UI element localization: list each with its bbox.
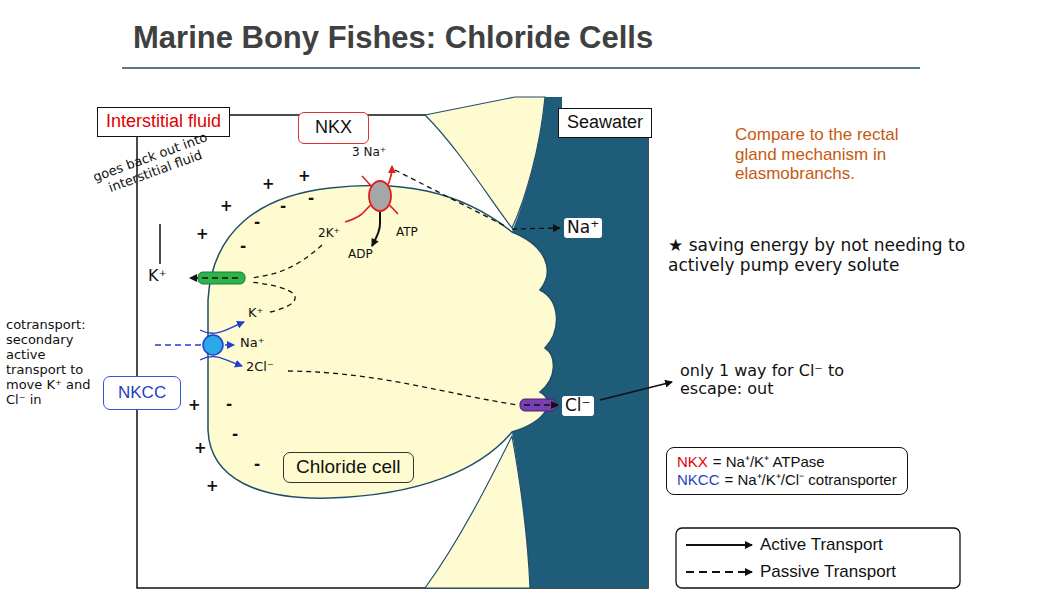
charge-sign: - [232,426,238,443]
annotation: only 1 way for Cl⁻ to escape: out [680,362,880,399]
box-text: NKCC [677,471,720,488]
cl-path [524,404,558,406]
annotation: cotransport: secondary active transport … [6,318,102,408]
charge-sign: + [188,397,201,414]
key-row: NKCC = Na⁺/K⁺/Cl⁻ cotransporter [677,471,897,489]
annotation: Na⁺ [564,218,602,238]
charge-sign: - [308,190,314,207]
region-label: Interstitial fluid [97,107,230,137]
na-path [395,170,505,226]
drawing-part [200,322,244,333]
charge-sign: + [262,176,275,193]
charge-sign: + [194,440,207,457]
drawing-part [200,357,242,366]
annotation: ★ saving energy by not needing to active… [668,236,1030,275]
annotation: Compare to the rectal gland mechanism in… [735,125,913,184]
legend-sample-solid [686,544,752,546]
title: Marine Bony Fishes: Chloride Cells [133,20,653,56]
drawing-part [362,176,398,214]
box-text: = Na⁺/K⁺ ATPase [713,453,825,470]
annotation: Na⁺ [240,336,265,351]
charge-sign: + [206,478,219,495]
region-label: Seawater [558,108,652,138]
legend-text: Passive Transport [760,562,896,582]
box-text: NKCC [118,383,166,402]
box-text: NKX [677,453,708,470]
k-path [250,245,322,278]
drawing-part [362,166,392,214]
charge-sign: - [254,456,260,473]
na-path [512,228,560,229]
nkx-pump [345,166,398,246]
legend-box [676,528,960,588]
k-path [190,277,238,279]
drawing-part [345,214,362,222]
annotation: K⁺ [248,306,263,321]
box-text: Interstitial fluid [106,111,221,131]
charge-sign: - [254,214,260,231]
box-text: Chloride cell [296,456,401,477]
charge-sign: - [226,396,232,413]
annotation: 2Cl⁻ [246,360,274,375]
legend-text: Active Transport [760,535,883,555]
annotation: K⁺ [148,267,167,285]
annotation: ATP [396,226,418,240]
title-rule [122,67,920,69]
cell-label: Chloride cell [283,452,414,483]
drawing-part [369,181,391,211]
charge-sign: + [298,168,311,185]
drawing-part [203,335,223,355]
pump-label: NKX [298,112,369,144]
key-row: NKX = Na⁺/K⁺ ATPase [677,453,897,471]
transporter-label: NKCC [103,376,181,410]
box-text: = Na⁺/K⁺/Cl⁻ cotransporter [725,471,897,488]
chloride-cell-body [208,185,556,498]
note-leader [159,224,161,264]
charge-sign: - [240,238,246,255]
annotation: ADP [348,248,373,262]
note-arrow [600,382,672,400]
charge-sign: + [220,198,233,215]
charge-sign: - [280,198,286,215]
annotation: 3 Na⁺ [352,146,386,160]
box-text: NKX [315,117,352,137]
key-box: NKX = Na⁺/K⁺ ATPaseNKCC = Na⁺/K⁺/Cl⁻ cotra… [666,447,908,495]
box-text: Seawater [567,112,643,132]
annotation: 2K⁺ [318,227,340,241]
cl-path [288,371,518,405]
legend-sample-dashed [686,571,752,573]
nkcc-transporter [155,322,244,366]
drawing-part [372,212,380,246]
charge-sign: + [196,226,209,243]
annotation: Cl⁻ [562,396,594,416]
